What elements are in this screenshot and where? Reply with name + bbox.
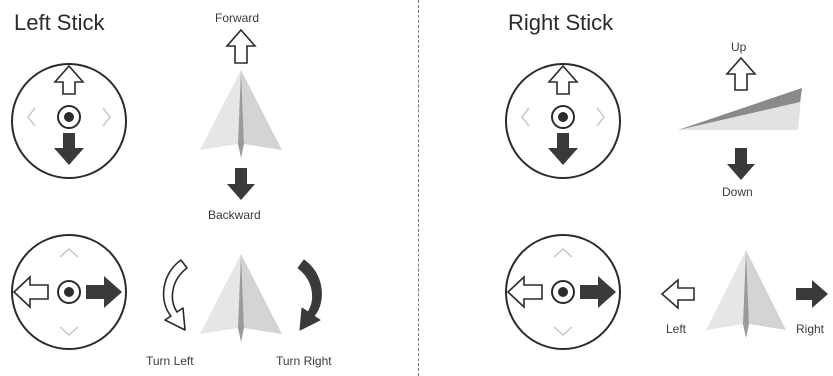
left-arrow-icon (660, 278, 695, 310)
down-arrow-icon (727, 148, 755, 180)
up-arrow-icon (725, 56, 757, 91)
left-label: Left (666, 322, 687, 336)
forward-arrow-icon (225, 28, 257, 64)
left-stick-yaw-joystick-icon (11, 234, 127, 350)
turn-left-label: Turn Left (146, 354, 194, 368)
down-label: Down (722, 185, 753, 199)
up-label: Up (731, 40, 747, 54)
turn-right-arrow-icon (297, 259, 322, 331)
left-stick-forward-backward-joystick-icon (11, 63, 127, 179)
paper-plane-icon (200, 70, 282, 158)
paper-plane-side-icon (678, 88, 802, 130)
left-stick-title: Left Stick (14, 10, 105, 35)
right-stick-throttle-joystick-icon (505, 63, 621, 179)
paper-plane-yaw-icon (200, 254, 282, 342)
right-label: Right (796, 322, 825, 336)
paper-plane-roll-icon (706, 250, 786, 338)
turn-right-label: Turn Right (276, 354, 332, 368)
backward-arrow-icon (227, 168, 255, 200)
turn-left-arrow-icon (162, 259, 188, 331)
right-stick-title: Right Stick (508, 10, 614, 35)
section-divider (418, 0, 419, 376)
right-stick-roll-joystick-icon (505, 234, 621, 350)
backward-label: Backward (208, 208, 261, 222)
forward-label: Forward (215, 11, 260, 25)
right-arrow-icon (796, 280, 828, 308)
